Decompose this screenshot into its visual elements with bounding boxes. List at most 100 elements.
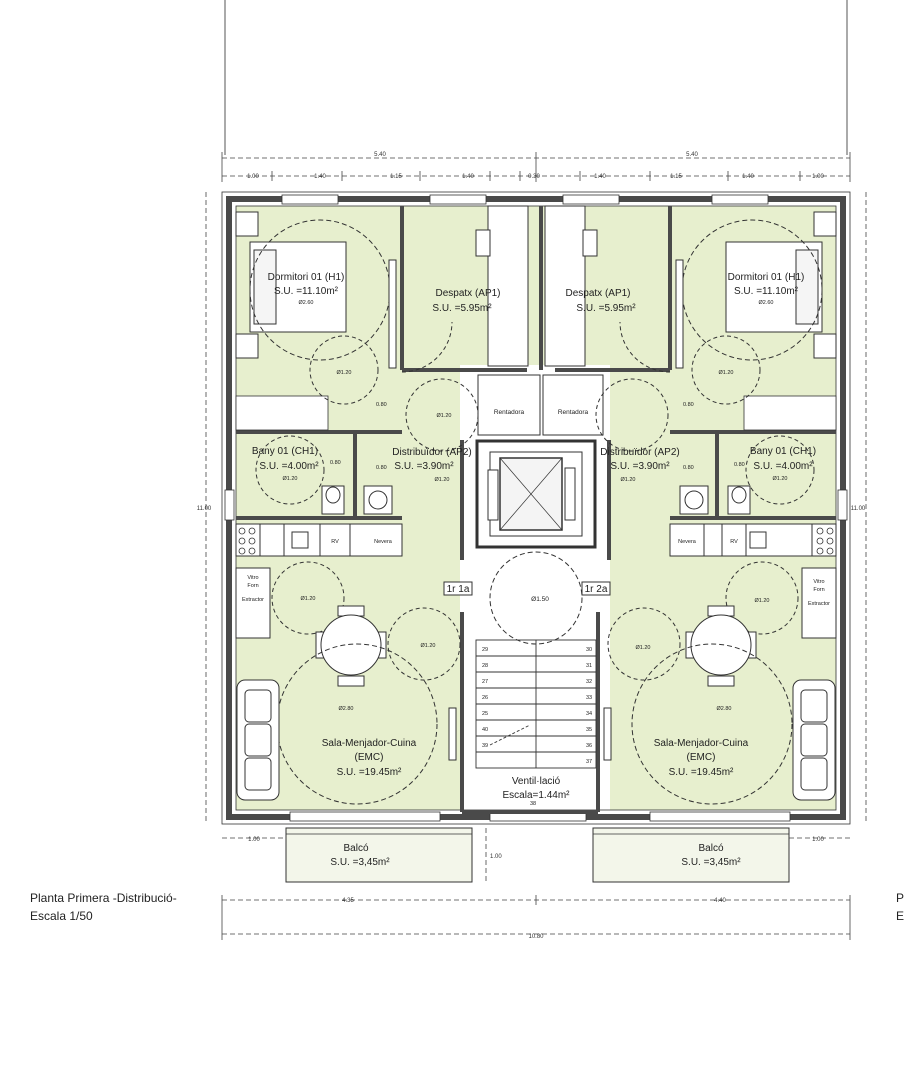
left-bath-turn — [255, 435, 325, 505]
dim-seg-3: 1.40 — [462, 174, 474, 180]
step-left-0: 29 — [482, 647, 488, 653]
left-bath-name: Bany 01 (CH1) — [252, 446, 318, 457]
left-despatx-door-leaf — [388, 259, 397, 369]
left-dorm-diam: Ø2.60 — [299, 300, 314, 306]
left-sala-sub: (EMC) — [355, 752, 384, 763]
right-despatx-furniture — [544, 205, 598, 367]
edge-text: P E — [896, 889, 904, 925]
right-vitro-1: Forn — [813, 587, 824, 593]
elevator — [475, 439, 597, 549]
staircase — [475, 639, 597, 769]
left-dist-area: S.U. =3.90m² — [394, 461, 454, 472]
right-despatx-door — [619, 321, 671, 373]
dim-bottom-left: 4.35 — [342, 898, 354, 904]
right-sofa — [792, 679, 836, 801]
left-vitro-2: Extractor — [242, 597, 264, 603]
right-despatx-door-leaf — [675, 259, 684, 369]
step-left-3: 26 — [482, 695, 488, 701]
balcony-right-area: S.U. =3,45m² — [681, 857, 741, 868]
dim-balcony-center: 1.00 — [490, 854, 502, 860]
right-bath-diam: Ø1.20 — [773, 476, 788, 482]
dim-height-left: 11.00 — [197, 506, 212, 512]
left-sala-turn-small — [387, 607, 461, 681]
right-turn-d1: Ø1.20 — [719, 370, 734, 376]
left-bath-area: S.U. =4.00m² — [259, 461, 319, 472]
left-dist-w1: 0.80 — [376, 402, 387, 408]
right-bath-w: 0.80 — [734, 462, 745, 468]
rentadora-right-label: Rentadora — [558, 409, 589, 416]
left-dorm-turn-small — [309, 335, 379, 405]
right-bath-name: Bany 01 (CH1) — [750, 446, 816, 457]
rentadora-boxes — [477, 374, 604, 436]
right-hob-icon — [816, 527, 834, 555]
right-dist-turn — [595, 378, 669, 452]
landing-diam: Ø1.50 — [531, 596, 549, 603]
landing-turning-circle — [489, 551, 583, 645]
dim-seg-6: 1.15 — [670, 174, 682, 180]
right-bath-fixtures — [679, 485, 751, 515]
balcony-right-name: Balcó — [698, 843, 723, 854]
right-sala-turn-big — [631, 643, 793, 805]
left-hob-icon — [238, 527, 256, 555]
dim-bottom-total: 10.80 — [528, 934, 544, 940]
left-wardrobe — [235, 395, 329, 431]
step-right-0: 30 — [586, 647, 592, 653]
dim-seg-5: 1.40 — [594, 174, 606, 180]
left-despatx-door — [401, 321, 453, 373]
door-label-left: 1r 1a — [447, 584, 470, 595]
right-dorm-name: Dormitori 01 (H1) — [728, 272, 805, 283]
dim-seg-2: 1.15 — [390, 174, 402, 180]
left-dining-table — [315, 605, 387, 687]
dim-seg-7: 1.40 — [742, 174, 754, 180]
step-right-4: 34 — [586, 711, 592, 717]
right-despatx-name: Despatx (AP1) — [565, 288, 630, 299]
left-sala-name: Sala-Menjador-Cuina — [322, 738, 417, 749]
dimension-ticks — [221, 152, 851, 940]
left-sofa — [236, 679, 280, 801]
stair-step-numbers: 29 28 27 26 25 40 39 30 31 32 33 34 35 3… — [482, 647, 592, 807]
vent-label: Ventil·lació — [512, 776, 561, 787]
door-label-right-box — [581, 581, 611, 596]
plan-caption: Planta Primera -Distribució- Escala 1/50 — [30, 889, 177, 925]
dim-seg-0: 1.00 — [247, 174, 259, 180]
dim-balcony-left: 1.00 — [248, 837, 260, 843]
balcony-left-floor — [286, 828, 472, 882]
step-left-5: 40 — [482, 727, 488, 733]
left-sala-diam-big: Ø2.80 — [339, 706, 354, 712]
right-bath-area: S.U. =4.00m² — [753, 461, 813, 472]
interior-walls — [236, 206, 836, 814]
plan-scale: Escala 1/50 — [30, 909, 93, 923]
dim-top-total-right: 5.40 — [686, 152, 698, 158]
top-windows — [281, 194, 769, 205]
balcony-right — [592, 827, 790, 883]
step-right-2: 32 — [586, 679, 592, 685]
right-nevera: Nevera — [678, 539, 697, 545]
left-dist-diam-top: Ø1.20 — [437, 413, 452, 419]
left-vitro-0: Vitro — [247, 575, 258, 581]
right-sala-turn-small — [607, 607, 681, 681]
balcony-right-floor — [593, 828, 789, 882]
left-rv: RV — [331, 539, 339, 545]
left-sala-diam-small: Ø1.20 — [421, 643, 436, 649]
dim-seg-1: 1.40 — [314, 174, 326, 180]
edge-line-2: E — [896, 909, 904, 923]
step-left-4: 25 — [482, 711, 488, 717]
rentadora-left-label: Rentadora — [494, 409, 525, 416]
dim-height-right: 11.00 — [851, 506, 866, 512]
right-entry-door-leaf — [603, 707, 612, 761]
dim-bottom-right: 4.40 — [714, 898, 726, 904]
left-dist-diam: Ø1.20 — [435, 477, 450, 483]
left-despatx-name: Despatx (AP1) — [435, 288, 500, 299]
door-label-left-box — [443, 581, 473, 596]
step-right-6: 36 — [586, 743, 592, 749]
balcony-left-area: S.U. =3,45m² — [330, 857, 390, 868]
step-right-3: 33 — [586, 695, 592, 701]
left-vitro-1: Forn — [247, 583, 258, 589]
balcony-left-name: Balcó — [343, 843, 368, 854]
right-despatx-area: S.U. =5.95m² — [576, 303, 636, 314]
left-kitchen-turn — [271, 561, 345, 635]
step-right-1: 31 — [586, 663, 592, 669]
right-kitchen-counter — [669, 523, 837, 639]
right-dist-area: S.U. =3.90m² — [610, 461, 670, 472]
step-bottom: 38 — [530, 801, 536, 807]
